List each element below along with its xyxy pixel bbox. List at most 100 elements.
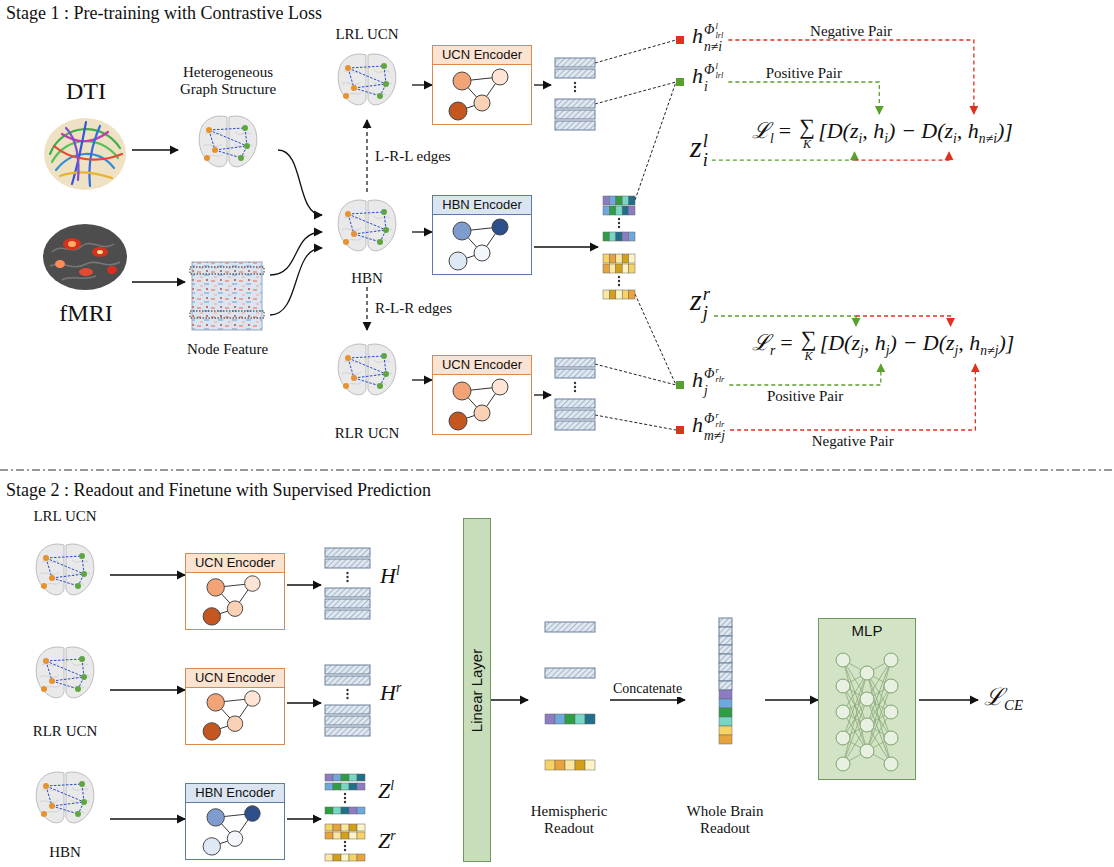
ellipsis-dot	[618, 280, 620, 282]
math-symbol: rlr	[715, 374, 724, 384]
connector	[366, 287, 367, 330]
embedding-vector	[719, 654, 732, 663]
node-label: UCN Encoder	[186, 554, 284, 573]
script-stack: rrlr	[715, 411, 724, 429]
fmri-image	[50, 243, 120, 280]
encoder-box: UCN Encoder	[185, 668, 285, 745]
pair-label-holder: Negative Pair	[812, 432, 894, 450]
embedding-cell	[325, 807, 333, 814]
encoder-graph	[449, 379, 508, 430]
embedding-vector	[719, 618, 732, 627]
node-label: LRL UCN	[322, 26, 412, 43]
math-symbol: l	[715, 61, 717, 71]
embedding-cell	[325, 854, 333, 861]
connector	[270, 232, 322, 275]
embedding-cell	[325, 824, 333, 831]
embedding-cell	[575, 714, 585, 724]
embedding-vector	[555, 69, 595, 78]
embedding-cell	[603, 264, 609, 273]
math-symbol: h	[692, 63, 703, 88]
brain-network: LRL UCN	[20, 508, 110, 608]
script-stack: Φllrli	[704, 62, 723, 94]
embedding-cell	[629, 290, 635, 299]
encoder-graph	[203, 691, 260, 740]
math-symbol: n≠i	[979, 131, 997, 146]
ellipsis-dot	[618, 276, 620, 278]
embedding-vector	[325, 665, 370, 674]
script-row: r	[703, 284, 710, 304]
formula: hΦllrli	[692, 62, 723, 94]
embedding-vector	[719, 627, 732, 636]
fmri-image	[63, 238, 81, 250]
formula: Hl	[380, 563, 400, 588]
script-stack: llrl	[715, 22, 723, 40]
pair-line	[855, 152, 950, 160]
formula: ℒCE	[984, 684, 1023, 714]
feature-matrix	[190, 311, 264, 318]
embedding-vector	[555, 58, 595, 67]
pair-leader	[595, 82, 676, 104]
encoder-box: UCN Encoder	[185, 553, 285, 630]
embedding-cell	[555, 760, 565, 770]
embedding-cell	[349, 832, 357, 839]
embedding-cell	[616, 206, 622, 215]
formula: Hr	[380, 680, 401, 705]
embedding-cell	[349, 854, 357, 861]
ellipsis-dot	[346, 580, 348, 582]
embedding-cell	[719, 699, 732, 708]
pair-marker	[676, 36, 684, 44]
dti-image	[62, 132, 108, 141]
embedding-vector	[555, 358, 595, 367]
embedding-cell	[629, 264, 635, 273]
ellipsis-dot	[346, 572, 348, 574]
connector	[412, 84, 432, 85]
embedding-cell	[585, 760, 595, 770]
math-symbol: )]	[998, 330, 1014, 355]
fmri-image	[79, 268, 93, 276]
embedding-vector	[325, 610, 370, 619]
math-symbol: ) − D(z	[890, 330, 955, 355]
embedding-cell	[357, 832, 365, 839]
readout-panel: Whole Brain Readout	[685, 612, 765, 837]
math-symbol: j	[860, 343, 864, 358]
script-stack: Φrrlrm≠j	[704, 411, 725, 443]
embedding-vector	[325, 716, 370, 725]
edge-label: Concatenate	[611, 681, 684, 697]
node-label: RLR UCN	[322, 425, 412, 442]
script-stack: llrl	[715, 62, 723, 80]
sum-stack: ∑K	[797, 328, 819, 362]
mlp-neuron	[860, 718, 874, 732]
connector	[366, 120, 367, 192]
embedding-vector	[555, 99, 595, 108]
script-row: n≠i	[704, 40, 723, 54]
embedding-cell	[609, 232, 615, 241]
script-row: r	[715, 411, 724, 420]
embedding-cell	[333, 832, 341, 839]
embedding-cell	[575, 760, 585, 770]
script-row: Φllrl	[704, 62, 723, 80]
embedding-cell	[333, 774, 341, 781]
node-label: fMRI	[40, 300, 132, 328]
embedding-vector	[545, 668, 595, 678]
formula: ℒl=∑K[D(zi, hi) − D(zi, hn≠i)]	[752, 116, 1013, 150]
script-row: rlr	[715, 420, 724, 429]
dti-image	[60, 172, 112, 178]
ellipsis-dot	[574, 90, 576, 92]
brain-network: HBN	[322, 192, 412, 287]
pair-label: Negative Pair	[810, 23, 892, 39]
connector	[491, 699, 528, 700]
stage-separator	[0, 470, 1114, 471]
ellipsis-dot	[618, 284, 620, 286]
output-arrow	[919, 699, 978, 700]
math-symbol: )]	[997, 118, 1013, 143]
node-label: DTI	[40, 78, 132, 106]
math-symbol: , h	[957, 118, 979, 143]
embedding-vector	[555, 369, 595, 378]
pair-marker	[676, 381, 684, 389]
math-symbol: =	[775, 330, 797, 355]
dti-image	[66, 128, 79, 180]
node-label: Linear Layer	[469, 648, 486, 731]
embedding-cell	[555, 714, 565, 724]
embedding-cell	[629, 232, 635, 241]
